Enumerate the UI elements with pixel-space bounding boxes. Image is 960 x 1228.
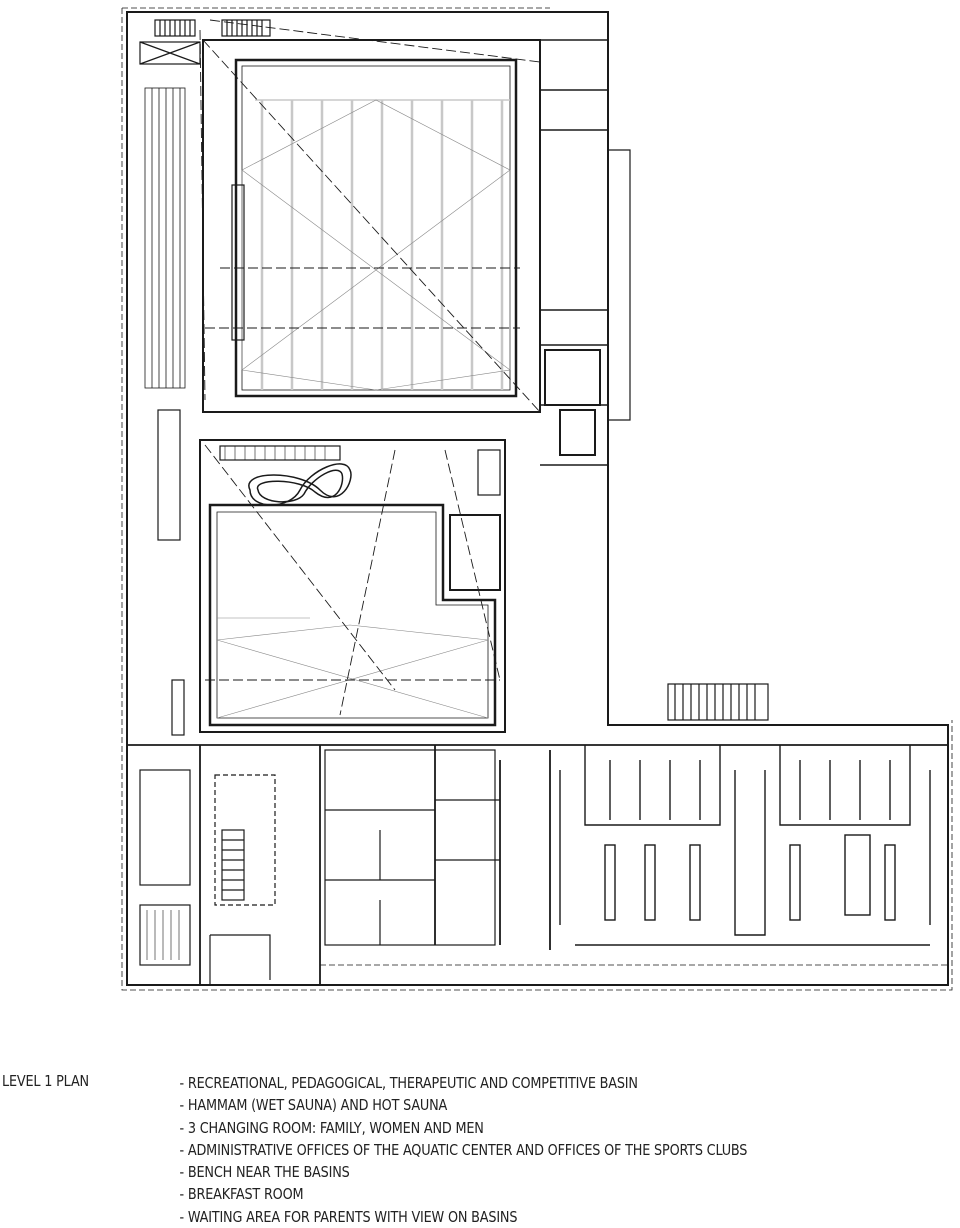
water-slide (248, 463, 352, 506)
program-item: - 3 CHANGING ROOM: FAMILY, WOMEN AND MEN (179, 1118, 484, 1137)
plan-title: LEVEL 1 PLAN (2, 1072, 89, 1090)
building-outline (126, 11, 949, 986)
program-item: - WAITING AREA FOR PARENTS WITH VIEW ON … (179, 1207, 518, 1226)
program-item: - BREAKFAST ROOM (179, 1185, 304, 1204)
program-item: - ADMINISTRATIVE OFFICES OF THE AQUATIC … (179, 1140, 748, 1159)
program-item: - HAMMAM (WET SAUNA) AND HOT SAUNA (179, 1096, 448, 1115)
leisure-pool (208, 503, 497, 727)
pool-lanes (255, 99, 510, 390)
sauna (449, 514, 501, 591)
floor-plan-drawing (121, 7, 953, 991)
exterior-walkway (608, 149, 631, 421)
program-list: - RECREATIONAL, PEDAGOGICAL, THERAPEUTIC… (180, 1072, 748, 1228)
bleachers (144, 87, 186, 389)
program-item: - BENCH NEAR THE BASINS (179, 1163, 350, 1182)
leisure-pool-hall (199, 439, 506, 733)
competition-pool (234, 58, 518, 398)
program-item: - RECREATIONAL, PEDAGOGICAL, THERAPEUTIC… (179, 1074, 638, 1092)
changing-rooms (559, 745, 931, 946)
admin-offices (324, 749, 496, 946)
stair-exterior (667, 683, 769, 721)
